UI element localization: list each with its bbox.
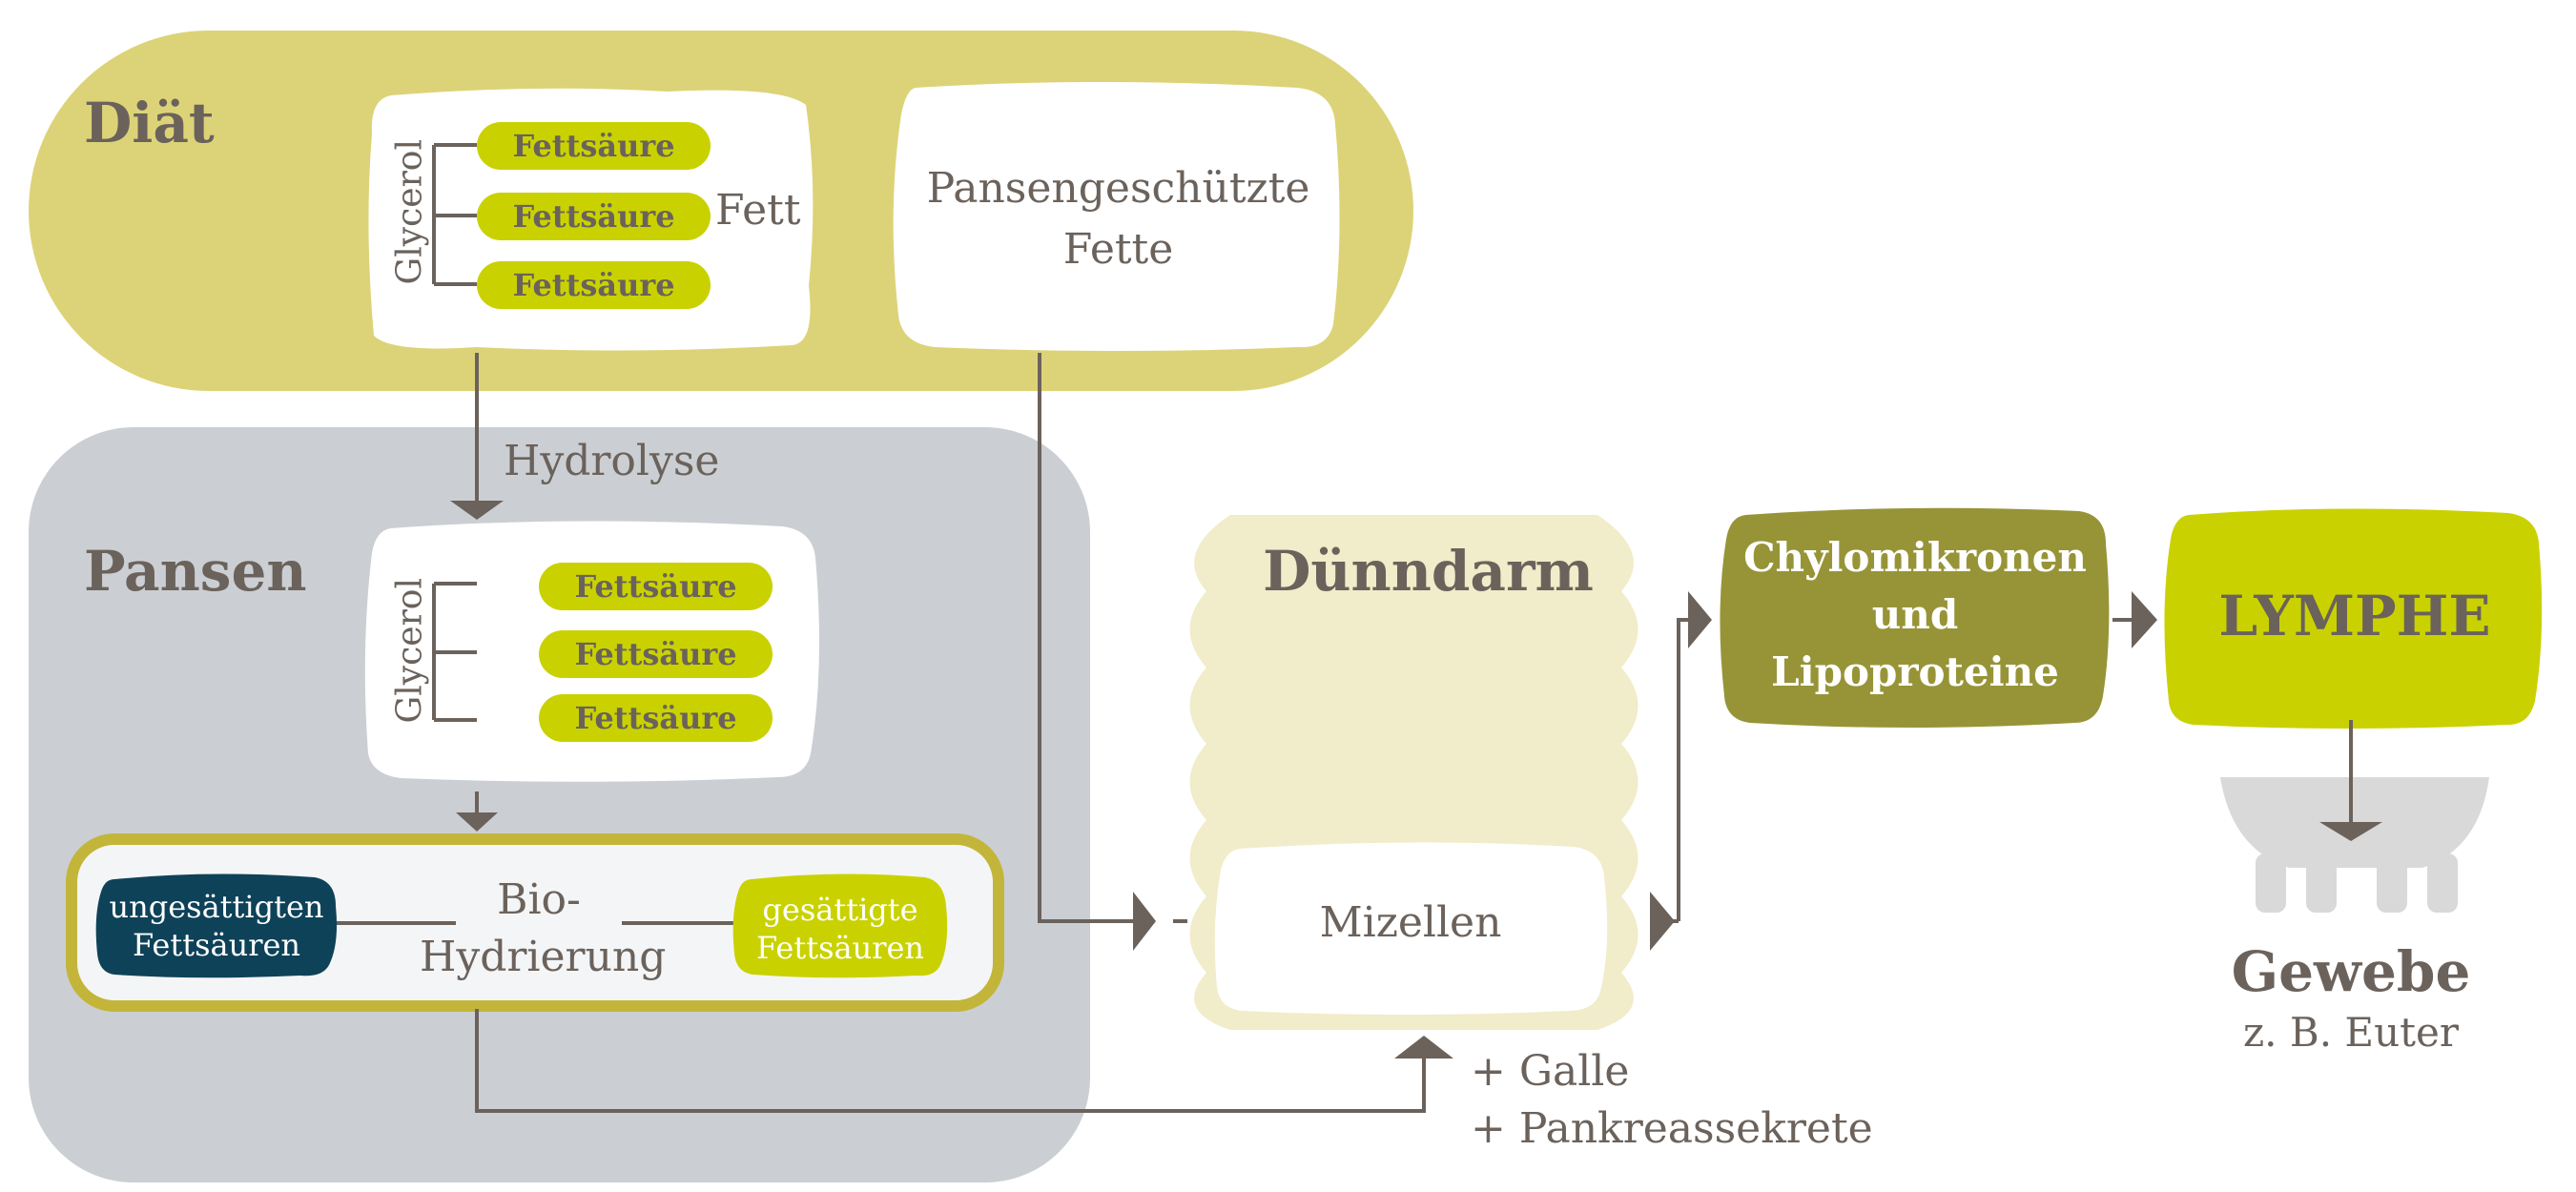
glycerol-bracket-pansen xyxy=(432,582,477,722)
mizellen-label: Mizellen xyxy=(1319,898,1502,947)
unsat-label-2: Fettsäuren xyxy=(132,927,301,963)
chylo-label-1: Chylomikronen xyxy=(1743,534,2087,581)
protected-fat-box xyxy=(893,82,1340,351)
lymphe-label: LYMPHE xyxy=(2218,584,2491,648)
unsat-blob xyxy=(95,873,338,978)
diaet-title: Diät xyxy=(84,91,215,155)
gewebe-title: Gewebe xyxy=(2231,939,2471,1004)
gewebe-arrow-icon xyxy=(2319,822,2382,841)
unsat-label-1: ungesättigten xyxy=(109,889,324,925)
chylo-label-3: Lipoproteine xyxy=(1771,648,2059,695)
chylo-label-2: und xyxy=(1871,591,1959,638)
pansen-title: Pansen xyxy=(84,539,307,604)
diaet-fatty-acid-3: Fettsäure xyxy=(477,261,711,309)
galle-label: + Galle xyxy=(1471,1047,1630,1096)
mizellen-box xyxy=(1214,842,1608,1015)
arrowheads xyxy=(450,501,2382,1058)
sat-label-2: Fettsäuren xyxy=(755,930,925,966)
chylo-in-arrow-icon xyxy=(1688,591,1712,648)
bio-label-1: Bio- xyxy=(497,875,581,924)
pansen-fatty-acid-1: Fettsäure xyxy=(539,563,773,610)
diaet-fatty-acid-1: Fettsäure xyxy=(477,122,711,170)
sat-blob xyxy=(732,873,948,978)
diaet-fatty-acid-2: Fettsäure xyxy=(477,193,711,240)
hydrolyse-arrow-icon xyxy=(450,501,504,520)
pansen-fatty-acid-2: Fettsäure xyxy=(539,630,773,678)
sat-label-1: gesättigte xyxy=(762,892,918,928)
pansen-fatty-acid-3: Fettsäure xyxy=(539,694,773,742)
bio-label-2: Hydrierung xyxy=(420,933,667,981)
lymphe-box xyxy=(2164,508,2543,729)
glycerol-bracket-diaet xyxy=(432,143,477,286)
mizellen-out-arrow-icon xyxy=(1650,892,1675,951)
gewebe-subtitle: z. B. Euter xyxy=(2243,1009,2459,1056)
protected-fat-label-1: Pansengeschützte xyxy=(926,164,1310,213)
pansen-glycerol-label: Glycerol xyxy=(390,578,430,724)
udder-icon xyxy=(2220,777,2489,913)
lymphe-in-arrow-icon xyxy=(2132,591,2157,648)
pankreas-label: + Pankreassekrete xyxy=(1471,1104,1873,1153)
chylo-box xyxy=(1720,507,2110,728)
protected-arrow-icon xyxy=(1133,892,1156,951)
hydrolyse-label: Hydrolyse xyxy=(504,437,720,485)
pansen-down-arrow-icon xyxy=(456,812,498,832)
galle-arrow-icon xyxy=(1394,1036,1453,1058)
protected-fat-label-2: Fette xyxy=(1062,225,1174,274)
diaet-glycerol-label: Glycerol xyxy=(390,139,430,285)
fett-label: Fett xyxy=(715,186,801,235)
duenndarm-title: Dünndarm xyxy=(1263,539,1594,604)
